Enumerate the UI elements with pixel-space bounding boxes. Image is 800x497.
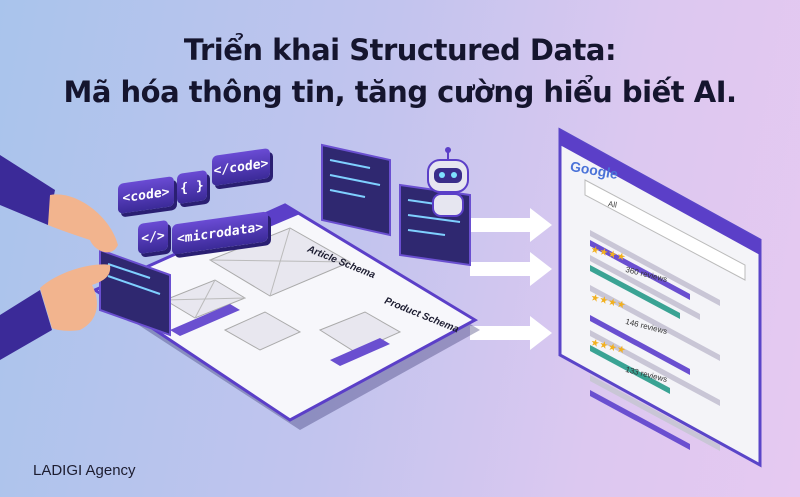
search-results-panel: ★★★★ ★★★★ ★★★★ — [558, 127, 762, 468]
code-panels — [99, 143, 471, 337]
robot — [427, 147, 469, 217]
hands — [0, 155, 118, 360]
slash-tag: </> — [138, 219, 168, 255]
headline-line-2: Mã hóa thông tin, tăng cường hiểu biết A… — [63, 75, 737, 109]
braces-tag: { } — [177, 169, 207, 205]
headline-line-1: Triển khai Structured Data: — [183, 33, 617, 67]
brand-label: LADIGI Agency — [33, 462, 136, 479]
arrows — [470, 208, 552, 350]
headline: Triển khai Structured Data: Mã hóa thông… — [0, 30, 800, 114]
tab-all[interactable]: All — [607, 199, 618, 210]
